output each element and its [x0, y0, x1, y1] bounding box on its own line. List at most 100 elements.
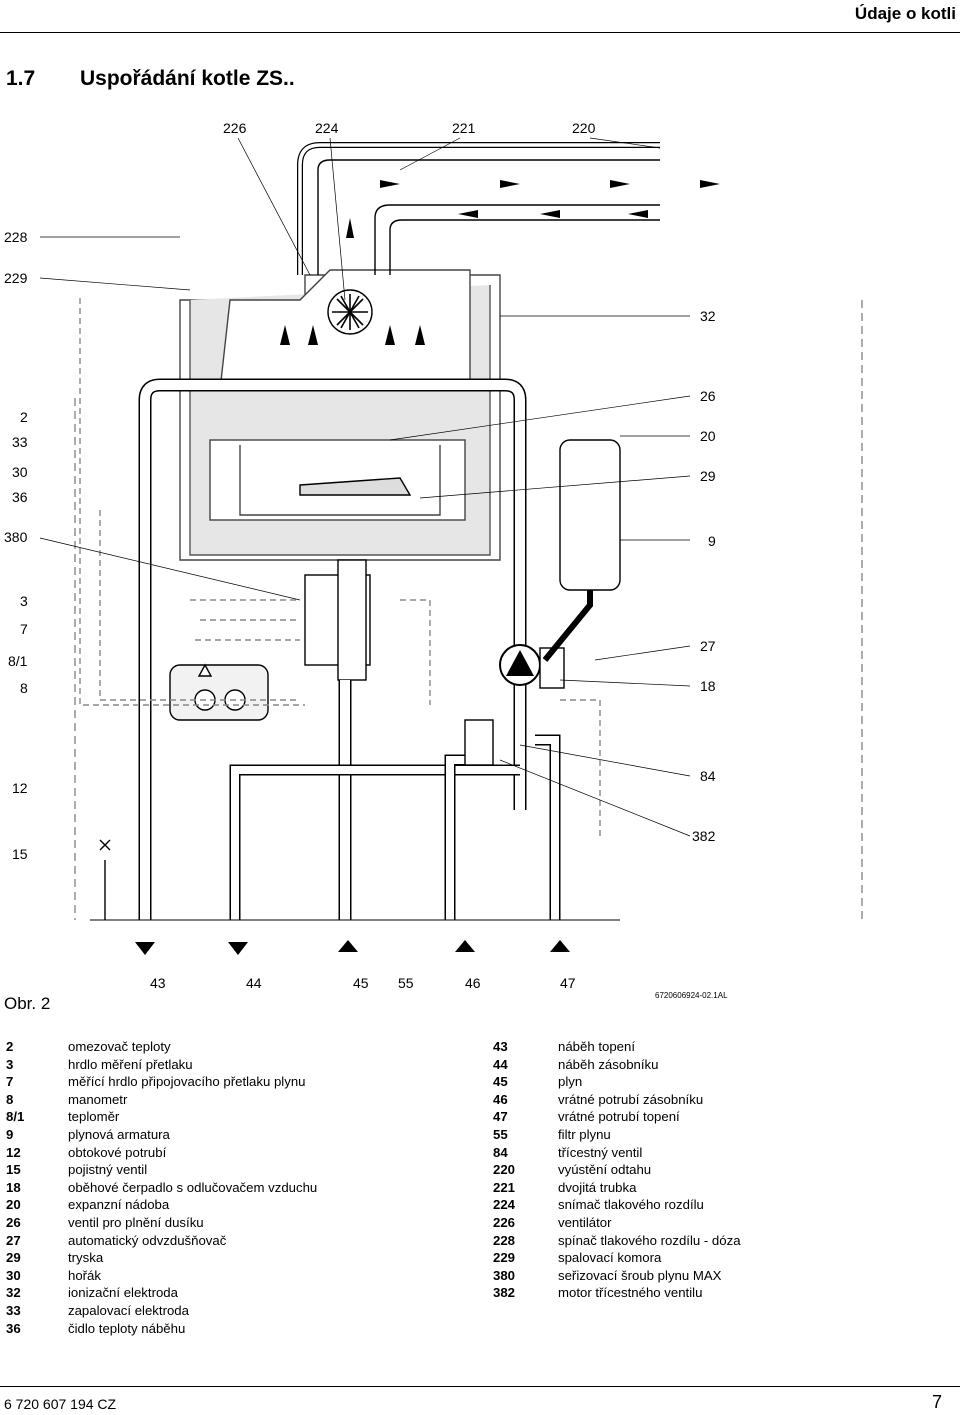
callout-9: 9: [708, 533, 716, 549]
legend-item-number: 29: [6, 1250, 21, 1266]
page-number: 7: [931, 1392, 942, 1412]
callout-32: 32: [700, 308, 716, 324]
legend-item-number: 229: [493, 1250, 516, 1266]
legend-item-number: 220: [493, 1162, 516, 1178]
legend-item-number: 46: [493, 1091, 508, 1107]
legend-item: 8 manometr: [6, 1091, 317, 1109]
legend-item: 3 hrdlo měření přetlaku: [6, 1056, 317, 1074]
legend-item-number: 26: [6, 1214, 21, 1230]
legend-item: 220 vyústění odtahu: [493, 1161, 741, 1179]
callout-30: 30: [12, 464, 28, 480]
legend-item-text: náběh zásobníku: [558, 1056, 659, 1072]
legend-item-text: manometr: [68, 1091, 128, 1107]
legend-item-number: 380: [493, 1267, 516, 1283]
callout-55: 55: [398, 975, 414, 991]
legend-item-number: 36: [6, 1320, 21, 1336]
callout-43: 43: [150, 975, 166, 991]
section-title: Uspořádání kotle ZS..: [80, 67, 295, 90]
callout-36: 36: [12, 489, 28, 505]
legend-item-text: obtokové potrubí: [68, 1144, 167, 1160]
legend-item-number: 55: [493, 1126, 508, 1142]
legend-item-number: 8/1: [6, 1109, 25, 1125]
legend-item: 33 zapalovací elektroda: [6, 1302, 317, 1320]
footer-doc-number: 6 720 607 194 CZ: [4, 1396, 117, 1412]
legend-item-number: 382: [493, 1285, 516, 1301]
callout-44: 44: [246, 975, 262, 991]
callout-3: 3: [20, 593, 28, 609]
callout-229: 229: [4, 270, 28, 286]
callout-221: 221: [452, 120, 476, 136]
legend-item-text: vyústění odtahu: [558, 1162, 652, 1178]
section-number: 1.7: [6, 67, 36, 90]
callout-8: 8: [20, 680, 28, 696]
legend-item-number: 8: [6, 1091, 14, 1107]
legend-item: 36 čidlo teploty náběhu: [6, 1320, 317, 1338]
callout-228: 228: [4, 229, 28, 245]
legend-item-text: oběhové čerpadlo s odlučovačem vzduchu: [68, 1179, 318, 1195]
legend-item-text: omezovač teploty: [68, 1039, 171, 1054]
callout-84: 84: [700, 768, 716, 784]
legend-item-text: motor třícestného ventilu: [558, 1285, 703, 1301]
legend-item-text: ventilátor: [558, 1214, 612, 1230]
legend-item: 29 tryska: [6, 1249, 317, 1267]
legend-item-text: plynová armatura: [68, 1126, 170, 1142]
legend-item-text: hořák: [68, 1267, 101, 1283]
callout-47: 47: [560, 975, 576, 991]
legend-item: 229 spalovací komora: [493, 1249, 741, 1267]
legend-item-number: 43: [493, 1039, 508, 1054]
callout-45: 45: [353, 975, 369, 991]
callout-46: 46: [465, 975, 481, 991]
legend-item-text: dvojitá trubka: [558, 1179, 637, 1195]
legend-item-number: 226: [493, 1214, 516, 1230]
legend-item-number: 30: [6, 1267, 21, 1283]
legend-item-number: 47: [493, 1109, 508, 1125]
legend-item: 224 snímač tlakového rozdílu: [493, 1196, 741, 1214]
callout-220: 220: [572, 120, 596, 136]
legend-item-text: tryska: [68, 1250, 104, 1266]
legend-item: 382 motor třícestného ventilu: [493, 1284, 741, 1302]
legend-item-number: 84: [493, 1144, 508, 1160]
legend-item-number: 33: [6, 1302, 21, 1318]
legend-item-text: čidlo teploty náběhu: [68, 1320, 186, 1336]
legend-item-text: ionizační elektroda: [68, 1285, 178, 1301]
legend-item-text: seřizovací šroub plynu MAX: [558, 1267, 722, 1283]
legend-item-text: pojistný ventil: [68, 1162, 148, 1178]
legend-item: 26 ventil pro plnění dusíku: [6, 1214, 317, 1232]
legend-item-text: hrdlo měření přetlaku: [68, 1056, 193, 1072]
legend-item-text: měřící hrdlo připojovacího přetlaku plyn…: [68, 1074, 306, 1090]
callout-224: 224: [315, 120, 339, 136]
legend-item: 18 oběhové čerpadlo s odlučovačem vzduchu: [6, 1179, 317, 1197]
legend-item-text: třícestný ventil: [558, 1144, 643, 1160]
legend-item-number: 18: [6, 1179, 21, 1195]
legend-item-number: 224: [493, 1197, 516, 1213]
legend-item: 30 hořák: [6, 1267, 317, 1285]
callout-18: 18: [700, 678, 716, 694]
legend-item-text: ventil pro plnění dusíku: [68, 1214, 204, 1230]
legend-item-number: 9: [6, 1126, 14, 1142]
legend-item-number: 3: [6, 1056, 14, 1072]
figure-label: Obr. 2: [4, 994, 51, 1013]
callout-382: 382: [692, 828, 716, 844]
legend-item: 9 plynová armatura: [6, 1126, 317, 1144]
legend-item-text: zapalovací elektroda: [68, 1302, 189, 1318]
legend-item-number: 2: [6, 1039, 14, 1054]
legend-item-text: filtr plynu: [558, 1126, 611, 1142]
legend-item-number: 45: [493, 1074, 508, 1090]
figure-code: 6720606924-02.1AL: [655, 991, 728, 1000]
callout-29: 29: [700, 468, 716, 484]
callout-27: 27: [700, 638, 716, 654]
legend-item-text: automatický odvzdušňovač: [68, 1232, 227, 1248]
legend-item-text: snímač tlakového rozdílu: [558, 1197, 704, 1213]
legend-item-text: spalovací komora: [558, 1250, 662, 1266]
legend-item-number: 27: [6, 1232, 21, 1248]
